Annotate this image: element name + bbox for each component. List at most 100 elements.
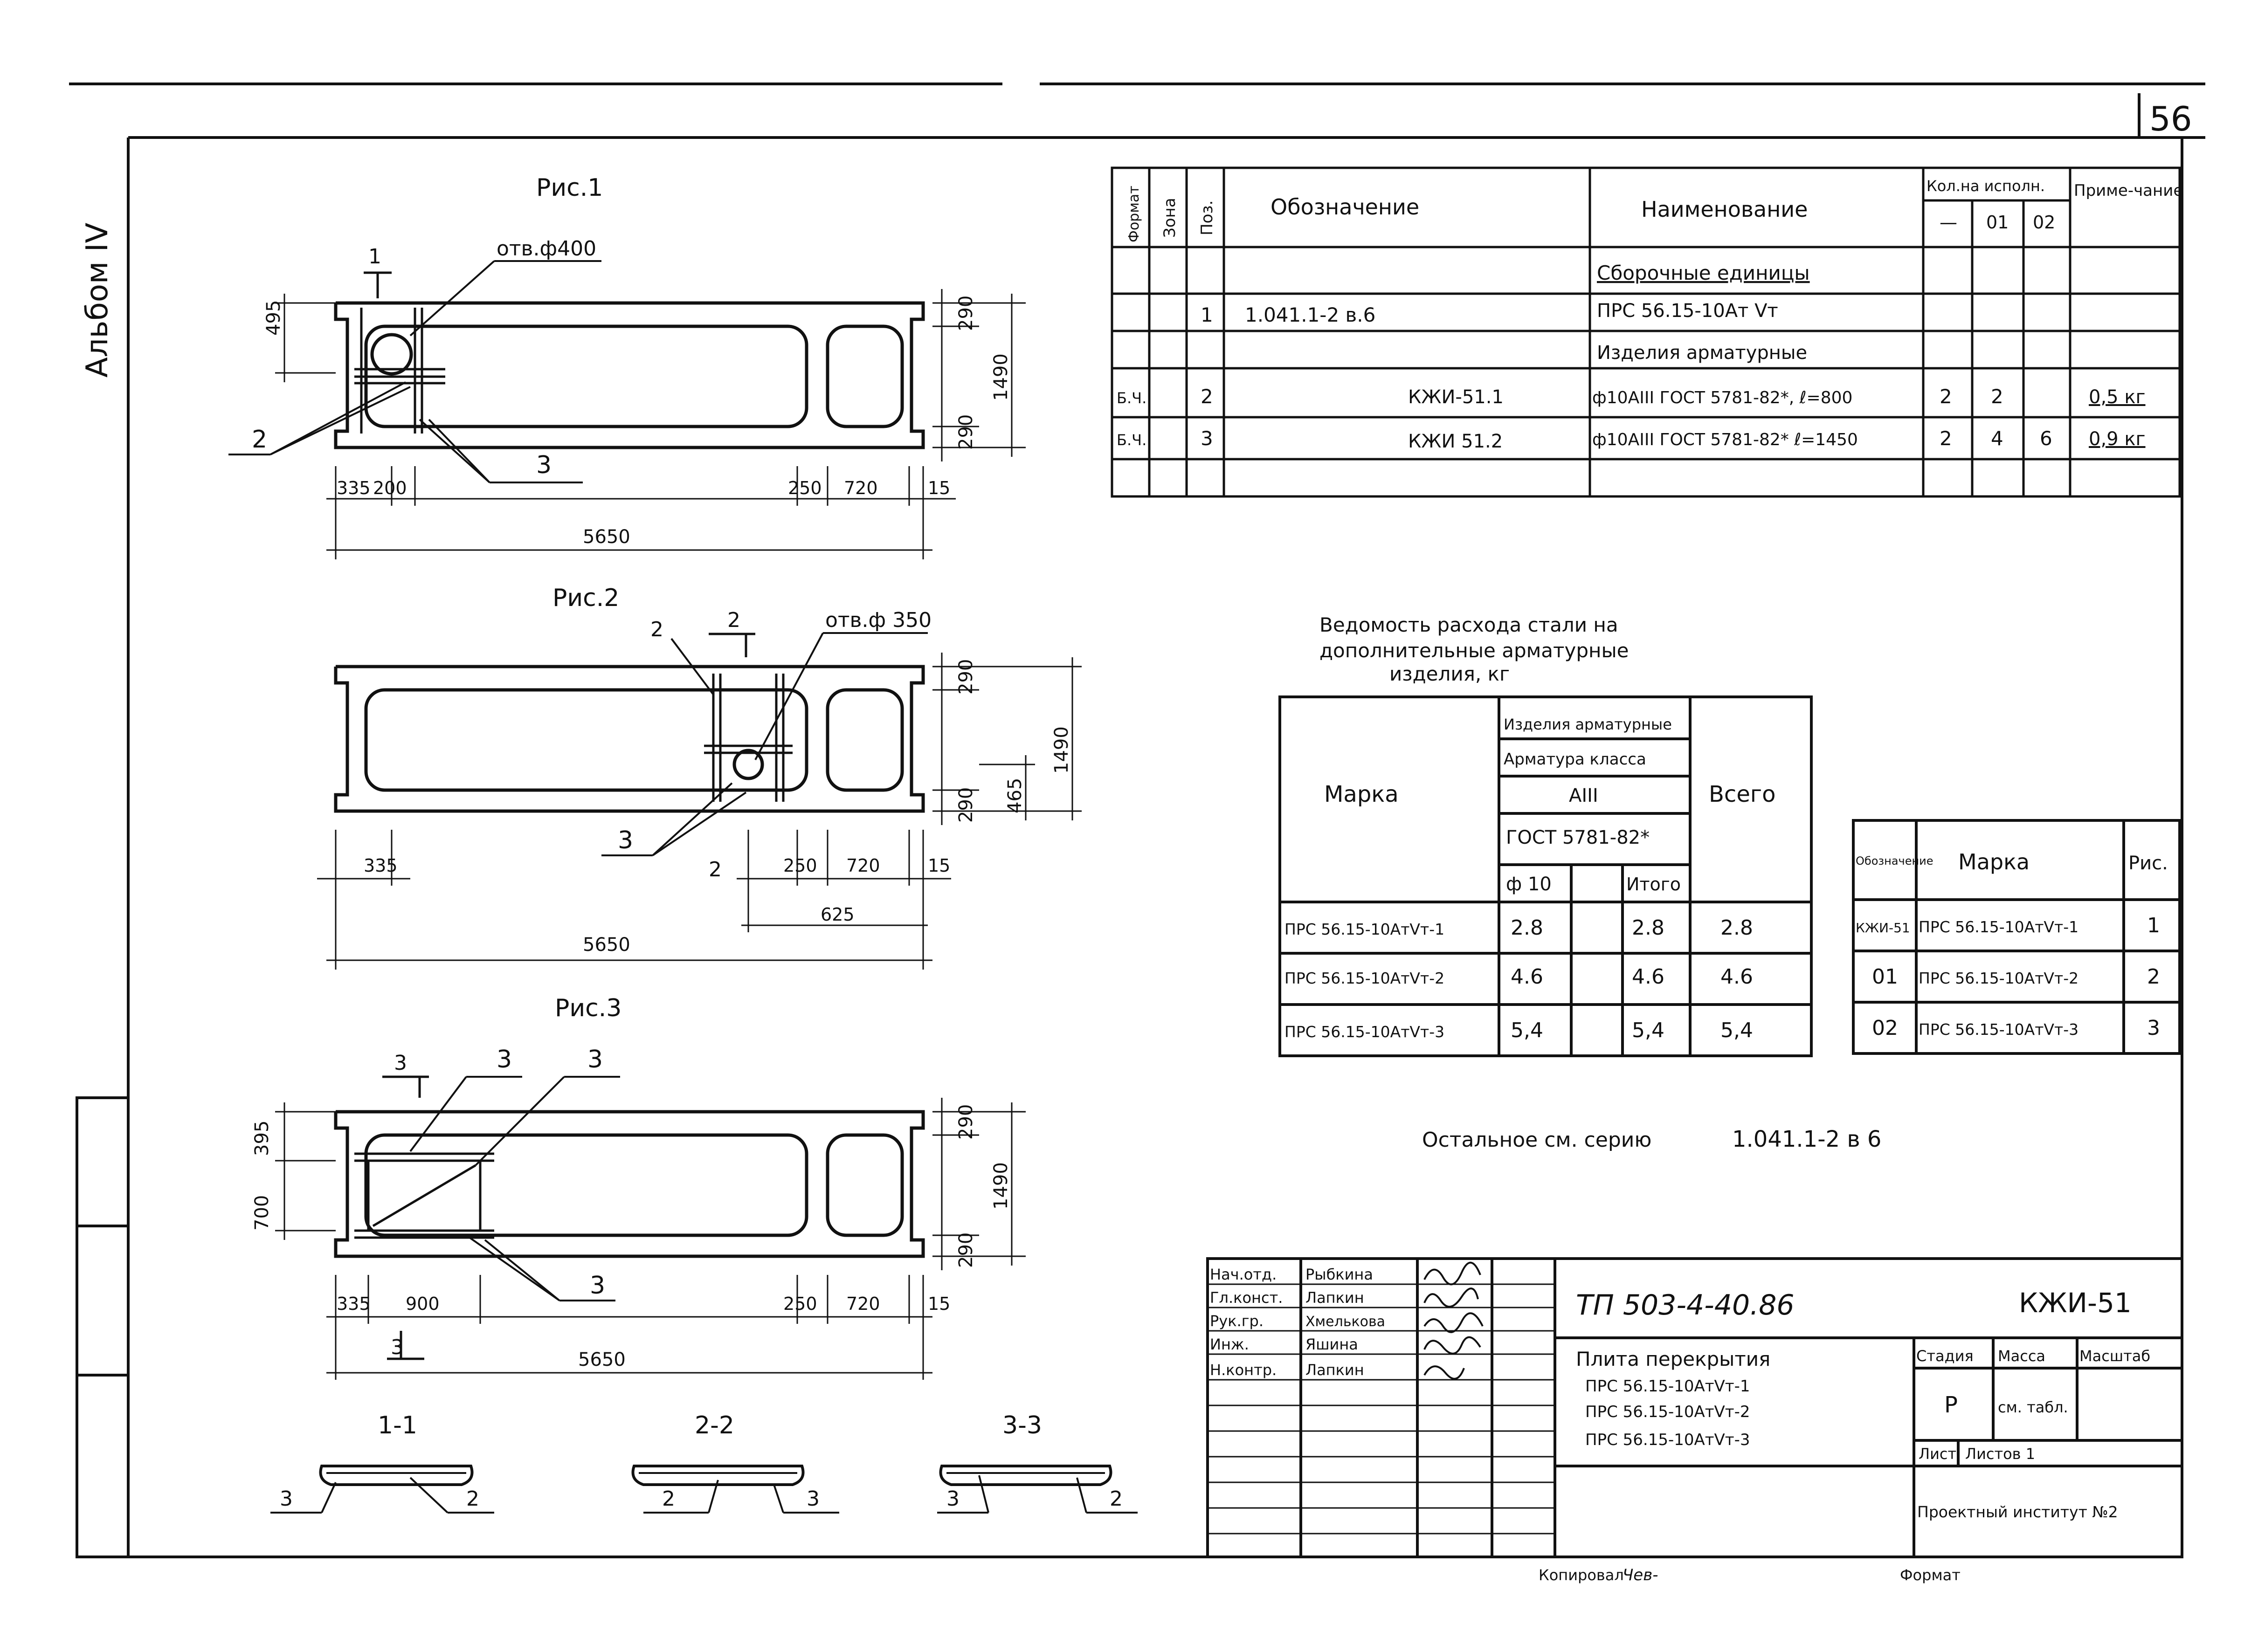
marks-row-marka: ПРС 56.15-10АтVт-2 [1919, 969, 2078, 987]
fig1-dimensions [275, 289, 1026, 559]
fig1-dim-1490: 1490 [990, 353, 1012, 401]
fig1-callout-2: 2 [252, 426, 267, 454]
fig3-dim-290a: 290 [955, 1104, 977, 1140]
fig2-reinforcement [704, 674, 793, 802]
fig1-title: Рис.1 [536, 174, 603, 202]
section-3-3-right-callout: 2 [1110, 1487, 1123, 1511]
tb-name: Хмелькова [1305, 1314, 1385, 1330]
steel-row-f10: 4.6 [1511, 965, 1543, 989]
spec-row-designation: КЖИ 51.2 [1408, 431, 1503, 452]
steel-row-f10: 5,4 [1511, 1019, 1543, 1042]
spec-row-designation: КЖИ-51.1 [1408, 386, 1504, 408]
tb-mass-value: см. табл. [1998, 1398, 2068, 1416]
spec-row-q1: 2 [1991, 385, 2003, 408]
section-3-3-left-callout: 3 [946, 1487, 960, 1511]
spec-h-note: Приме-чание [2074, 181, 2183, 200]
steel-h-izdelia: Изделия арматурные [1504, 716, 1672, 733]
tb-sheet-code: КЖИ-51 [2019, 1287, 2132, 1319]
section-1-1-title: 1-1 [378, 1411, 417, 1439]
fig1-section-mark: 1 [368, 245, 381, 268]
marks-row-oboz: КЖИ-51 [1856, 920, 1910, 936]
fig1-callout-3: 3 [536, 451, 552, 479]
spec-h-format: Формат [1126, 186, 1142, 242]
steel-row-marka: ПРС 56.15-10АтVт-1 [1284, 920, 1444, 938]
spec-row-q0: 2 [1940, 427, 1952, 450]
fig2-dim-465: 465 [1004, 778, 1026, 813]
steel-row-marka: ПРС 56.15-10АтVт-3 [1284, 1023, 1444, 1041]
fig1-dim-250: 250 [788, 478, 822, 498]
note-ref: 1.041.1-2 в 6 [1732, 1126, 1881, 1152]
spec-row-q1: 4 [1991, 427, 2003, 450]
fig3-slab [334, 1110, 925, 1258]
spec-table: Формат Зона Поз. Обозначение Наименовани… [1111, 166, 2183, 498]
fig2-hole-label: отв.ф 350 [825, 608, 932, 632]
fig2-dim-290a: 290 [955, 659, 977, 695]
section-1-1-left-callout: 3 [280, 1487, 293, 1511]
steel-title-2: дополнительные арматурные [1319, 639, 1629, 662]
fig1-dim-290a: 290 [955, 296, 977, 331]
spec-row-format: Б.Ч. [1117, 389, 1146, 407]
spec-row-name: ф10АIII ГОСТ 5781-82* ℓ=1450 [1592, 430, 1858, 449]
spec-row-pos: 3 [1201, 427, 1213, 450]
spec-h-qty-dash: — [1940, 212, 1957, 233]
spec-h-zone: Зона [1160, 198, 1179, 238]
fig2-title: Рис.2 [552, 584, 619, 612]
steel-row-vsego: 4.6 [1720, 965, 1753, 989]
spec-row-name: Сборочные единицы [1597, 262, 1810, 284]
marks-row-oboz: 01 [1872, 965, 1898, 989]
spec-h-pos: Поз. [1198, 200, 1216, 235]
fig2-dim-720: 720 [846, 855, 880, 876]
fig3-dim-15: 15 [928, 1294, 950, 1314]
signatures [1423, 1261, 1484, 1380]
steel-title-1: Ведомость расхода стали на [1319, 613, 1618, 636]
tb-product-line: ПРС 56.15-10АтVт-1 [1585, 1377, 1750, 1396]
section-2-2-title: 2-2 [695, 1411, 734, 1439]
marks-row-oboz: 02 [1872, 1016, 1898, 1040]
marks-row-ris: 2 [2147, 965, 2160, 989]
steel-h-vsego: Всего [1709, 781, 1775, 807]
fig1-dim-200: 200 [373, 478, 407, 498]
tb-role: Н.контр. [1210, 1361, 1277, 1379]
fig3-dim-5650: 5650 [578, 1349, 626, 1370]
tb-product-title: Плита перекрытия [1576, 1348, 1770, 1370]
spec-row-pos: 1 [1201, 303, 1213, 326]
spec-row-pos: 2 [1201, 385, 1213, 408]
spec-h-qty-02: 02 [2033, 212, 2055, 233]
fig1-reinforcement [354, 308, 445, 434]
copied-label: Копировал [1539, 1566, 1624, 1584]
figure-3: Рис.3 3 3 3 3 3 [251, 994, 1026, 1380]
fig2-dim-15: 15 [928, 855, 950, 876]
marks-h-ris: Рис. [2128, 853, 2168, 874]
tb-role: Нач.отд. [1210, 1266, 1277, 1283]
fig3-dim-1490: 1490 [990, 1162, 1012, 1210]
steel-row-vsego: 2.8 [1720, 916, 1753, 940]
spec-h-qty-01: 01 [1986, 212, 2009, 233]
tb-sheets-label: Листов 1 [1965, 1445, 2035, 1463]
tb-name: Яшина [1305, 1335, 1358, 1353]
fig1-hole-label: отв.ф400 [497, 237, 596, 261]
steel-table: Ведомость расхода стали на дополнительны… [1278, 613, 1813, 1057]
fig1-dim-15: 15 [928, 478, 950, 498]
marks-row-ris: 1 [2147, 914, 2160, 937]
fig3-callout-3c: 3 [590, 1272, 605, 1300]
spec-row-note: 0,5 кг [2089, 386, 2146, 408]
fig2-section-mark: 2 [727, 608, 740, 632]
title-block: Нач.отд. Рыбкина Гл.конст. Лапкин Рук.гр… [1206, 1257, 2183, 1558]
section-2-2: 2-2 2 3 [631, 1411, 839, 1514]
fig3-dim-900: 900 [406, 1294, 440, 1314]
spec-row-note: 0,9 кг [2089, 428, 2146, 450]
fig3-section-mark: 3 [394, 1051, 407, 1075]
tb-institute: Проектный институт №2 [1917, 1503, 2118, 1521]
steel-h-gost: ГОСТ 5781-82* [1506, 827, 1650, 848]
tb-name: Рыбкина [1305, 1266, 1373, 1283]
marks-row-marka: ПРС 56.15-10АтVт-1 [1919, 918, 2078, 936]
fig3-callout-3b: 3 [587, 1046, 603, 1074]
fig2-dim-625: 625 [821, 904, 855, 925]
steel-h-marka: Марка [1324, 781, 1399, 807]
fig2-dim-335: 335 [364, 855, 398, 876]
album-label: Альбом IV [80, 222, 115, 378]
fig1-dim-335: 335 [337, 478, 371, 498]
fig2-callout-2b: 2 [709, 858, 722, 881]
fig3-callout-3a: 3 [497, 1046, 512, 1074]
note-text: Остальное см. серию [1422, 1128, 1651, 1152]
